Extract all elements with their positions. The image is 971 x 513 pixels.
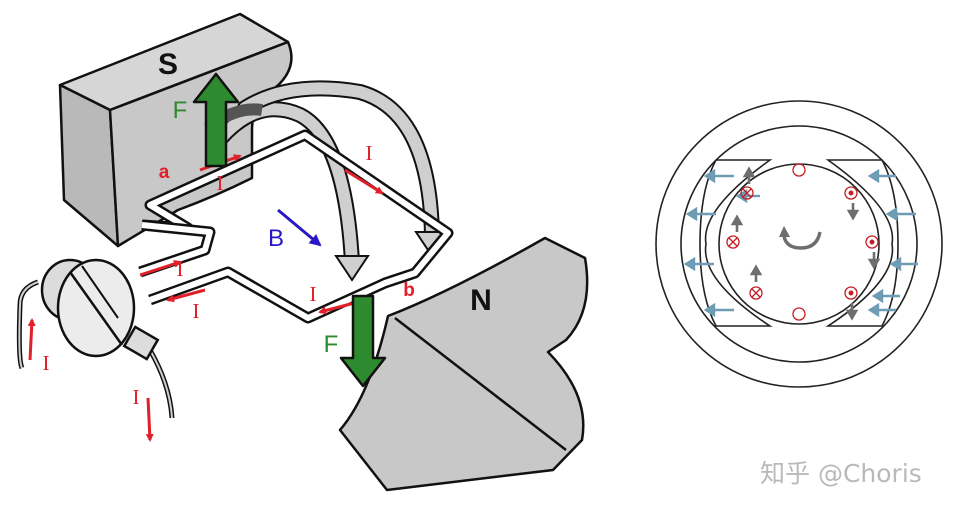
watermark-text: 知乎 @Choris	[760, 459, 922, 488]
current-label-5: I	[193, 299, 200, 323]
force-arrow-down: F	[324, 294, 387, 388]
conductor-into-page-1	[740, 186, 754, 200]
force-arrows-rotor	[730, 166, 881, 321]
conductor-into-page-3	[749, 286, 763, 300]
field-arrows-right	[867, 168, 918, 318]
current-label-1: I	[217, 171, 224, 195]
field-vector-b: B	[268, 208, 322, 252]
side-label-a: a	[159, 162, 170, 183]
south-pole: S	[58, 12, 293, 248]
side-label-b: b	[403, 280, 415, 301]
north-pole: N	[338, 236, 589, 492]
conductor-out-page-2	[865, 235, 879, 249]
motor-3d: S F	[16, 12, 589, 492]
counterclockwise-arrow-icon	[779, 226, 822, 250]
current-label-3: I	[310, 282, 317, 306]
field-label-b: B	[268, 225, 284, 252]
force-arrow-up: F	[173, 72, 240, 168]
pole-label-n: N	[470, 284, 492, 317]
conductor-out-page-1	[844, 186, 858, 200]
force-label-bottom: F	[324, 331, 339, 358]
current-label-7: I	[133, 385, 140, 409]
force-label-top: F	[173, 97, 188, 124]
commutator	[16, 258, 175, 442]
conductor-empty-bottom	[792, 307, 806, 321]
rotor-conductors	[726, 163, 879, 321]
conductor-out-page-3	[844, 286, 858, 300]
pole-label-s: S	[158, 48, 178, 81]
conductor-into-page-2	[726, 235, 740, 249]
current-label-2: I	[366, 141, 373, 165]
conductor-empty-top	[792, 163, 806, 177]
field-arrows-left	[683, 168, 760, 318]
field-arcs	[204, 80, 450, 282]
current-label-6: I	[43, 351, 50, 375]
current-label-4: I	[177, 257, 184, 281]
cross-section	[655, 100, 943, 388]
